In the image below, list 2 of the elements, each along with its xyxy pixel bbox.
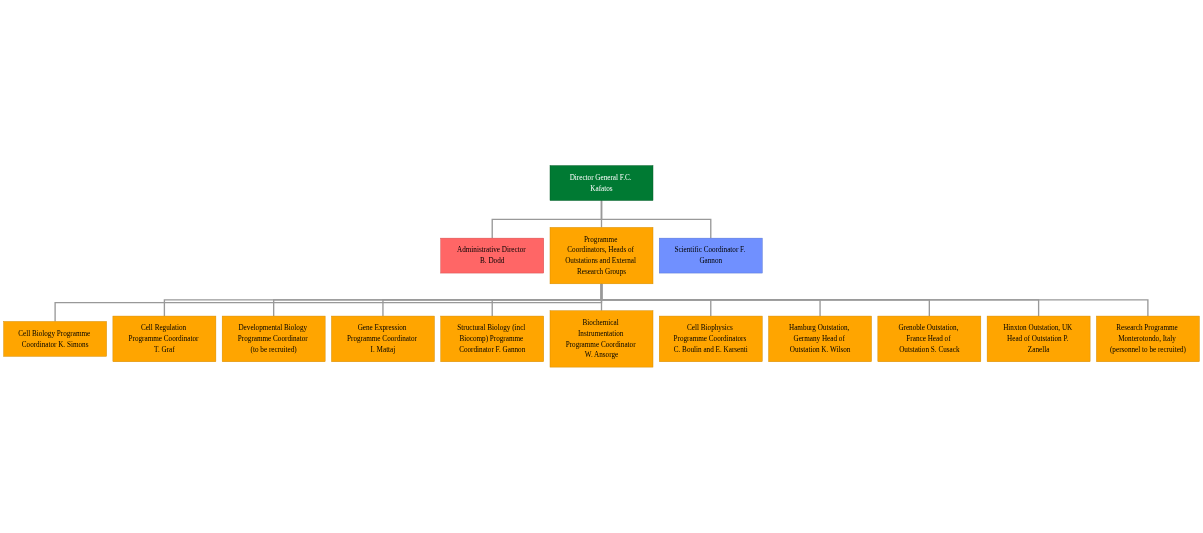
connector xyxy=(600,200,712,239)
connector xyxy=(600,283,1149,317)
